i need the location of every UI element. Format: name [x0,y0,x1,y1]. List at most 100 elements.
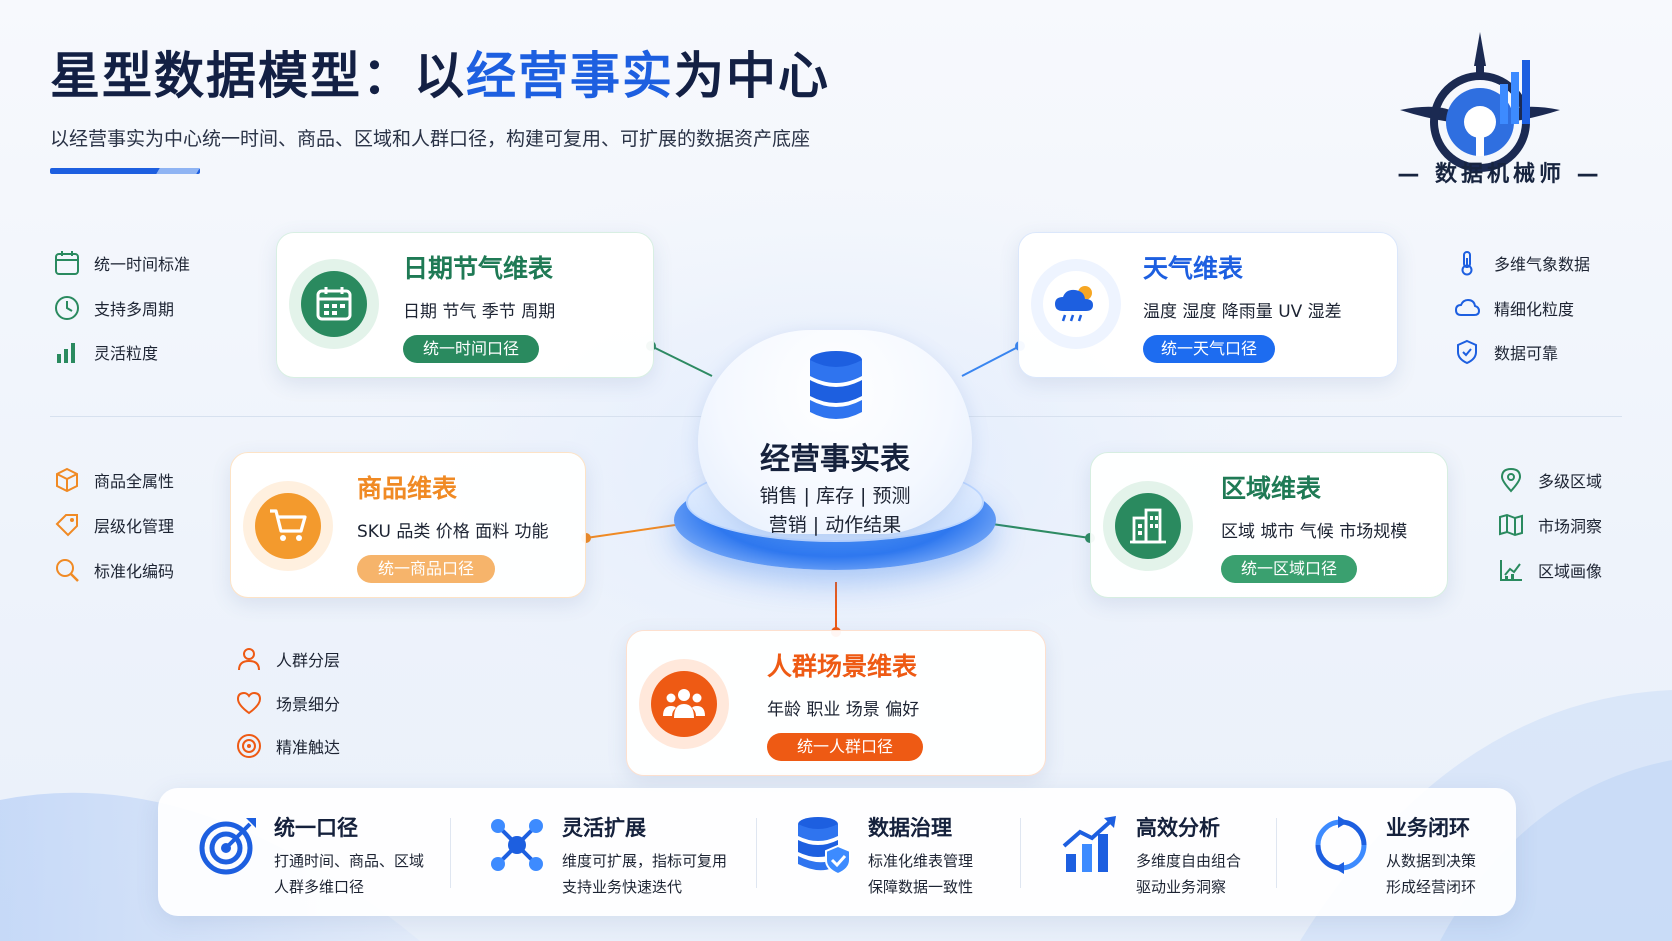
region-card-fields: 区域 城市 气候 市场规模 [1221,522,1408,542]
side-item-product-2: 标准化编码 [54,557,174,583]
title-part2: 为中心 [674,47,830,105]
date-card-pill: 统一时间口径 [403,335,539,363]
feature-divider [1020,818,1021,888]
product-card-fields: SKU 品类 价格 面料 功能 [357,522,549,542]
feature-efficient-analysis: 高效分析 多维度自由组合 驱动业务洞察 [1060,808,1280,898]
user-icon [238,648,260,671]
side-item-weather-0: 多维气象数据 [1454,250,1590,276]
search-icon [56,559,79,582]
side-item-date-1: 支持多周期 [54,295,174,321]
feature-data-governance: 数据治理 标准化维表管理 保障数据一致性 [792,808,1032,898]
region-dimension-card[interactable]: 区域维表 区域 城市 气候 市场规模 统一区域口径 [1090,452,1448,598]
heart-icon [236,691,262,715]
people-dimension-card[interactable]: 人群场景维表 年龄 职业 场景 偏好 统一人群口径 [626,630,1046,776]
side-item-people-0: 人群分层 [236,646,340,672]
feature-desc-1: 从数据到决策 [1386,852,1477,870]
weather-card-icon-ring [1031,259,1121,349]
people-card-pill: 统一人群口径 [767,733,923,761]
cycle-icon [1315,816,1367,874]
title-underline [50,168,200,174]
feature-desc-2: 支持业务快速迭代 [562,878,683,896]
location-pin-icon [1500,467,1522,493]
side-label: 精准触达 [276,738,341,757]
side-item-people-2: 精准触达 [236,733,340,759]
weather-dimension-card[interactable]: 天气维表 温度 湿度 降雨量 UV 湿差 统一天气口径 [1018,232,1398,378]
fact-table-metrics-line1: 销售 | 库存 | 预测 [759,485,911,507]
feature-divider [1276,818,1277,888]
chart-icon [1500,560,1522,581]
side-label: 支持多周期 [94,300,175,319]
side-label: 场景细分 [276,695,341,714]
feature-title: 业务闭环 [1386,816,1470,840]
side-item-product-1: 层级化管理 [54,512,174,538]
product-dimension-card[interactable]: 商品维表 SKU 品类 价格 面料 功能 统一商品口径 [230,452,586,598]
map-icon [1499,513,1523,537]
side-label: 人群分层 [276,651,341,670]
side-label: 层级化管理 [94,517,175,536]
feature-title: 灵活扩展 [562,816,646,840]
region-card-title: 区域维表 [1221,474,1322,503]
target-icon [237,734,261,758]
feature-desc-2: 驱动业务洞察 [1136,878,1227,896]
feature-desc-1: 标准化维表管理 [868,852,974,870]
side-label: 灵活粒度 [94,344,159,363]
product-card-title: 商品维表 [357,474,458,503]
growth-chart-icon [1062,816,1116,872]
side-item-region-0: 多级区域 [1498,467,1602,493]
weather-card-fields: 温度 湿度 降雨量 UV 湿差 [1143,302,1342,322]
weather-card-pill: 统一天气口径 [1143,335,1275,363]
date-card-title: 日期节气维表 [403,254,554,283]
side-label: 多维气象数据 [1494,255,1591,274]
side-item-product-0: 商品全属性 [54,467,174,493]
date-card-icon-ring [289,259,379,349]
feature-desc-2: 人群多维口径 [274,878,365,896]
region-card-icon-ring [1103,481,1193,571]
side-label: 商品全属性 [94,472,175,491]
page-subtitle: 以经营事实为中心统一时间、商品、区域和人群口径，构建可复用、可扩展的数据资产底座 [50,128,811,150]
side-item-region-2: 区域画像 [1498,557,1602,583]
side-item-date-0: 统一时间标准 [54,250,190,276]
brand-logo-icon [1400,32,1560,172]
fact-table-metrics-line2: 营销 | 动作结果 [768,514,902,536]
side-item-weather-2: 数据可靠 [1454,339,1558,365]
side-label: 多级区域 [1538,472,1603,491]
calendar-icon [316,287,352,321]
feature-flexible-extension: 灵活扩展 维度可扩展，指标可复用 支持业务快速迭代 [486,808,746,898]
feature-title: 数据治理 [868,816,952,840]
weather-card-title: 天气维表 [1143,254,1244,283]
shield-check-icon [1457,339,1477,365]
feature-desc-1: 维度可扩展，指标可复用 [562,852,728,870]
feature-business-loop: 业务闭环 从数据到决策 形成经营闭环 [1310,808,1510,898]
product-card-icon-ring [243,481,333,571]
side-label: 标准化编码 [94,562,175,581]
people-card-fields: 年龄 职业 场景 偏好 [767,700,920,720]
side-item-region-1: 市场洞察 [1498,512,1602,538]
bar-chart-icon [57,343,75,363]
fact-table-title: 经营事实表 [760,442,910,477]
side-label: 精细化粒度 [1494,300,1575,319]
people-card-title: 人群场景维表 [767,652,918,681]
side-label: 市场洞察 [1538,517,1603,536]
side-item-people-1: 场景细分 [236,690,340,716]
date-card-fields: 日期 节气 季节 周期 [403,302,556,322]
database-shield-icon [798,817,851,876]
feature-unified-caliber: 统一口径 打通时间、商品、区域 人群多维口径 [198,808,438,898]
buildings-icon [1130,508,1166,544]
feature-desc-2: 形成经营闭环 [1386,878,1477,896]
network-icon [491,819,543,871]
side-label: 区域画像 [1538,562,1603,581]
page-title: 星型数据模型：以经营事实为中心 [50,36,830,108]
brand-name: — 数据机械师 — [1397,162,1603,187]
feature-divider [756,818,757,888]
title-highlight: 经营事实 [466,47,674,105]
database-icon [810,351,862,419]
date-dimension-card[interactable]: 日期节气维表 日期 节气 季节 周期 统一时间口径 [276,232,654,378]
people-card-icon-ring [639,659,729,749]
target-icon [199,818,256,875]
region-card-pill: 统一区域口径 [1221,555,1357,583]
feature-desc-1: 多维度自由组合 [1136,852,1242,870]
side-label: 统一时间标准 [94,255,191,274]
feature-title: 高效分析 [1136,816,1220,840]
feature-divider [450,818,451,888]
